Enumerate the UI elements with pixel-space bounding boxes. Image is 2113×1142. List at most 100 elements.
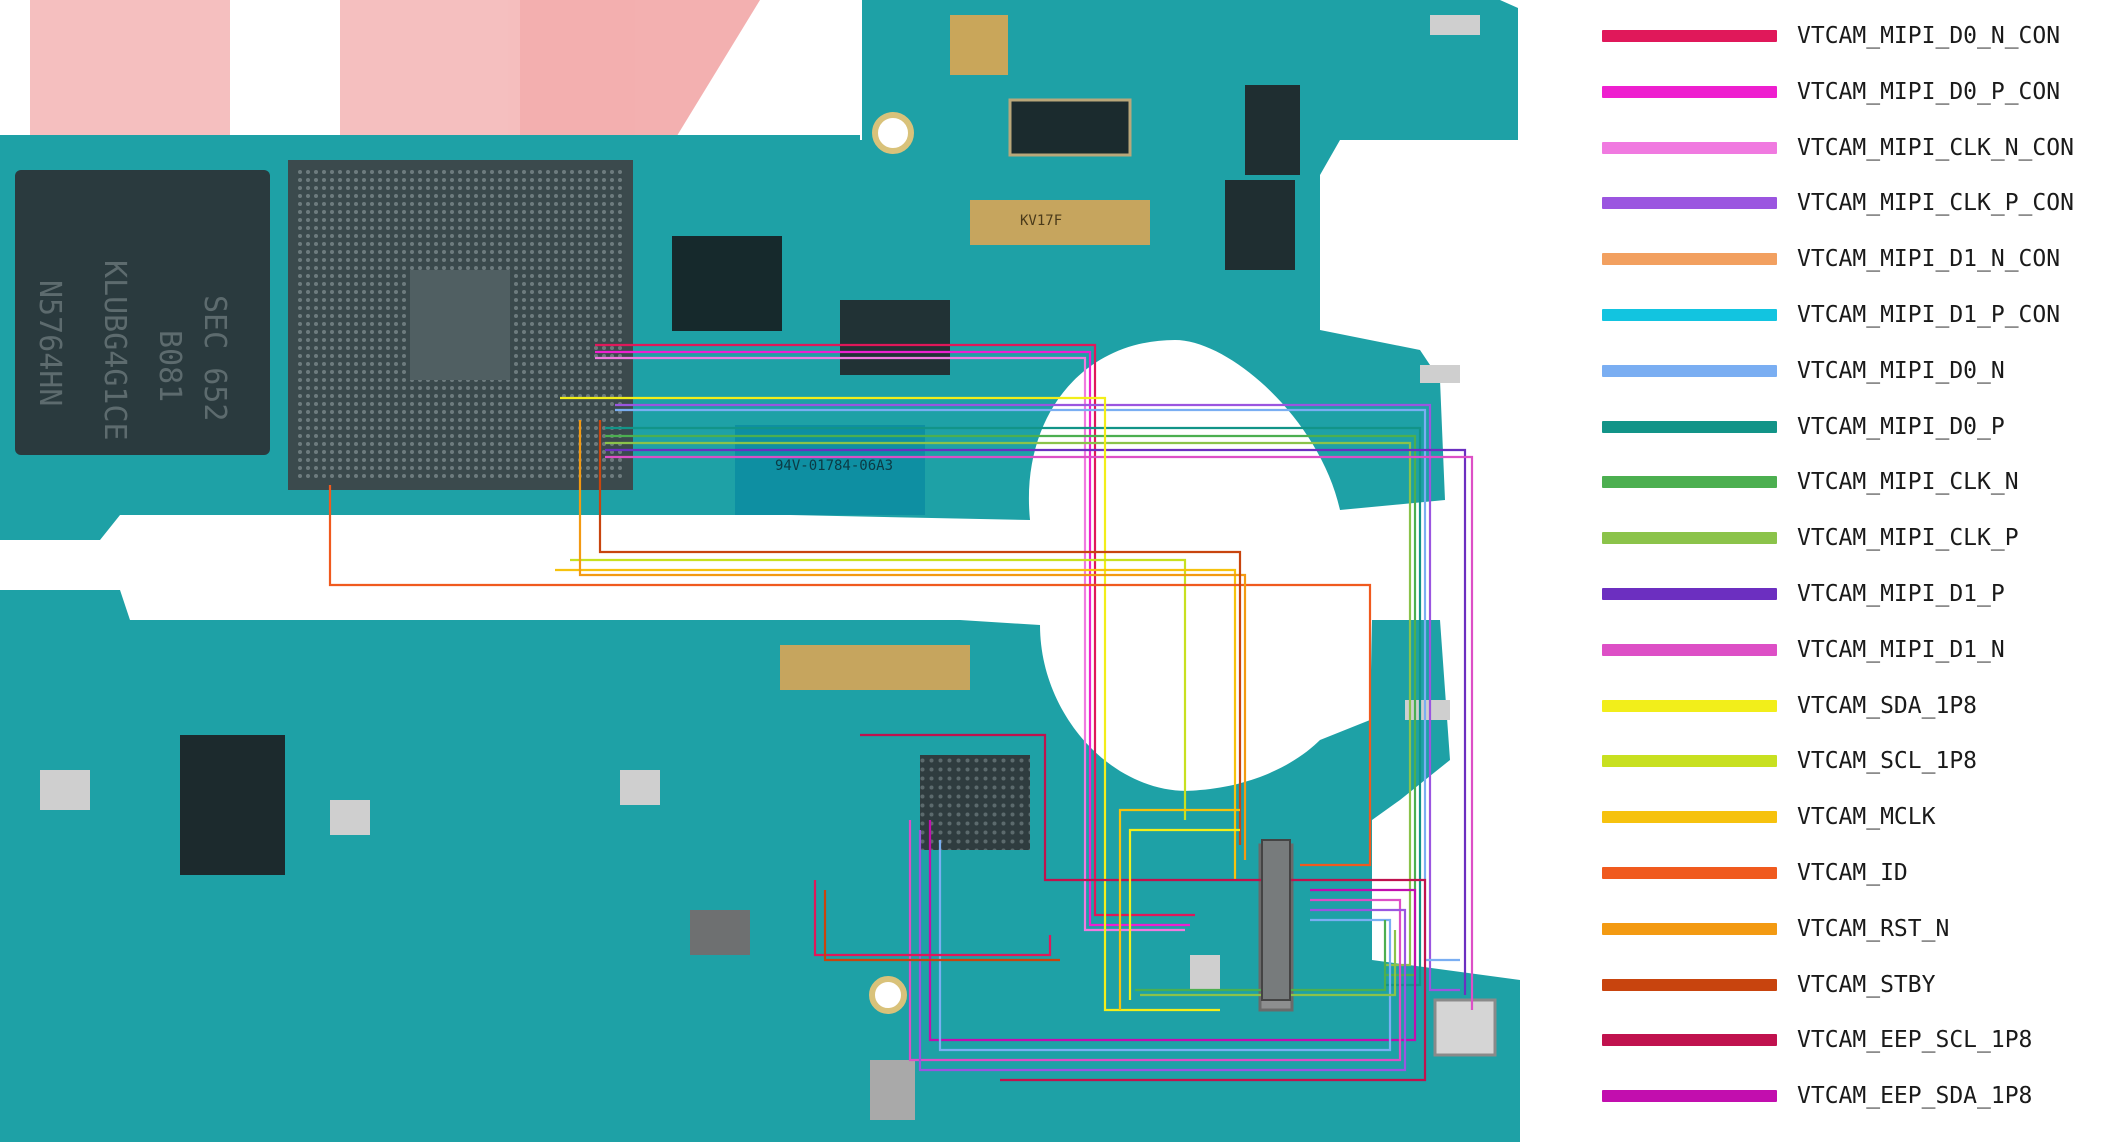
pcb-code: 94V-01784-06A3 — [775, 458, 893, 474]
legend-label: VTCAM_MIPI_D1_N_CON — [1797, 246, 2061, 273]
trace-lower-1 — [908, 820, 1402, 1062]
legend-swatch — [1602, 476, 1777, 489]
trace-stby — [598, 420, 1242, 845]
legend-item: VTCAM_MIPI_D1_P — [1602, 566, 2102, 622]
traces — [328, 343, 1474, 1082]
chip-mark-3: KLUBG4G1CE — [97, 260, 132, 441]
legend-swatch — [1602, 643, 1777, 656]
trace-d0-p-con — [595, 350, 1190, 927]
legend-swatch — [1602, 532, 1777, 545]
chip-mark-4: N5764HN — [32, 280, 67, 406]
legend-item: VTCAM_MIPI_CLK_P_CON — [1602, 175, 2102, 231]
ic-chip — [672, 236, 782, 331]
trace-lower-2 — [918, 830, 1407, 1072]
smd-part — [40, 770, 90, 810]
legend-swatch — [1602, 309, 1777, 321]
connector-lower — [780, 645, 970, 690]
legend-item: VTCAM_MIPI_D1_N_CON — [1602, 231, 2102, 287]
smd-part — [1405, 700, 1450, 720]
legend-label: VTCAM_MIPI_D1_P_CON — [1797, 302, 2061, 328]
connector-top — [1008, 98, 1132, 157]
ic-chip — [180, 735, 285, 875]
trace-clk-p-con — [615, 403, 1460, 992]
trace-lower-9 — [1140, 930, 1397, 997]
legend-item: VTCAM_EEP_SCL_1P8 — [1602, 1012, 2102, 1068]
legend-label: VTCAM_SCL_1P8 — [1797, 748, 1978, 775]
mount-hole — [872, 112, 914, 154]
trace-id — [328, 485, 1372, 867]
legend-label: VTCAM_EEP_SCL_1P8 — [1797, 1027, 2033, 1054]
trace-clk-n-con — [595, 356, 1185, 932]
trace-lower-3 — [938, 840, 1392, 1052]
legend-swatch — [1602, 197, 1777, 210]
legend-label: VTCAM_MIPI_D0_P — [1797, 413, 2005, 440]
legend-label: VTCAM_MIPI_D1_P — [1797, 581, 2005, 607]
smd-part — [1430, 15, 1480, 35]
trace-mclk — [555, 568, 1237, 880]
ic-chip — [1225, 180, 1295, 270]
smd-part — [690, 910, 750, 955]
trace-d0-n — [615, 408, 1460, 962]
trace-rst-n — [578, 420, 1247, 860]
legend-swatch — [1602, 811, 1777, 824]
trace-d1-p — [605, 448, 1467, 995]
legend-item: VTCAM_MIPI_D0_N_CON — [1602, 8, 2102, 64]
legend-item: VTCAM_MIPI_D0_P — [1602, 399, 2102, 455]
legend-item: VTCAM_MIPI_D1_P_CON — [1602, 287, 2102, 343]
trace-d1-n — [605, 455, 1474, 1010]
legend-swatch — [1602, 867, 1777, 879]
legend-item: VTCAM_SDA_1P8 — [1602, 678, 2102, 734]
trace-lower-7 — [1128, 828, 1240, 1000]
memory-chip — [15, 170, 270, 455]
trace-lower-6 — [1118, 808, 1240, 1010]
chip-mark-1: SEC 652 — [197, 295, 232, 421]
trace-sda — [560, 396, 1220, 1012]
legend-label: VTCAM_MIPI_CLK_P_CON — [1797, 190, 2074, 217]
trace-eep-sda — [928, 820, 1417, 1042]
chip-mark-2: B081 — [152, 330, 187, 402]
lower-board — [0, 590, 1520, 1142]
legend-label: VTCAM_MCLK — [1797, 804, 1936, 831]
legend-swatch — [1602, 922, 1777, 935]
ic-bga-small — [920, 755, 1030, 850]
legend-label: VTCAM_SDA_1P8 — [1797, 692, 1978, 719]
legend-swatch — [1602, 699, 1777, 712]
legend-swatch — [1602, 364, 1777, 377]
trace-lower-4 — [813, 880, 1052, 957]
legend-item: VTCAM_MIPI_D0_N — [1602, 343, 2102, 399]
camera-connector — [1261, 839, 1291, 1001]
trace-lower-8 — [1135, 920, 1387, 992]
smd-part — [1420, 365, 1460, 383]
legend-swatch — [1602, 420, 1777, 433]
legend-item: VTCAM_MIPI_CLK_N_CON — [1602, 120, 2102, 176]
legend-label: VTCAM_ID — [1797, 860, 1908, 886]
mic-part — [1433, 998, 1497, 1057]
legend-item: VTCAM_EEP_SDA_1P8 — [1602, 1068, 2102, 1124]
trace-clk-p — [605, 441, 1412, 967]
trace-d0-p — [605, 426, 1422, 987]
smd-part — [870, 1060, 915, 1120]
legend-swatch — [1602, 30, 1777, 42]
trace-lower-5 — [823, 890, 1060, 962]
legend-item: VTCAM_MCLK — [1602, 789, 2102, 845]
upper-board-right — [780, 0, 1518, 520]
trace-eep-scl — [860, 733, 1427, 1082]
legend-item: VTCAM_MIPI_CLK_P — [1602, 510, 2102, 566]
legend-item: VTCAM_STBY — [1602, 957, 2102, 1013]
legend-item: VTCAM_MIPI_D0_P_CON — [1602, 64, 2102, 120]
qr-code — [950, 15, 1008, 75]
legend-label: VTCAM_RST_N — [1797, 915, 1950, 942]
legend-label: VTCAM_MIPI_D1_N — [1797, 636, 2005, 663]
legend-swatch — [1602, 755, 1777, 768]
legend-item: VTCAM_MIPI_CLK_N — [1602, 454, 2102, 510]
connector-code: KV17F — [1020, 213, 1062, 229]
legend-item: VTCAM_SCL_1P8 — [1602, 733, 2102, 789]
soc-center — [410, 270, 510, 380]
legend-label: VTCAM_MIPI_D0_P_CON — [1797, 78, 2061, 105]
legend-swatch — [1602, 978, 1777, 991]
legend-label: VTCAM_MIPI_CLK_N_CON — [1797, 134, 2074, 161]
legend-item: VTCAM_MIPI_D1_N — [1602, 622, 2102, 678]
smd-part — [330, 800, 370, 835]
legend-swatch — [1602, 253, 1777, 266]
